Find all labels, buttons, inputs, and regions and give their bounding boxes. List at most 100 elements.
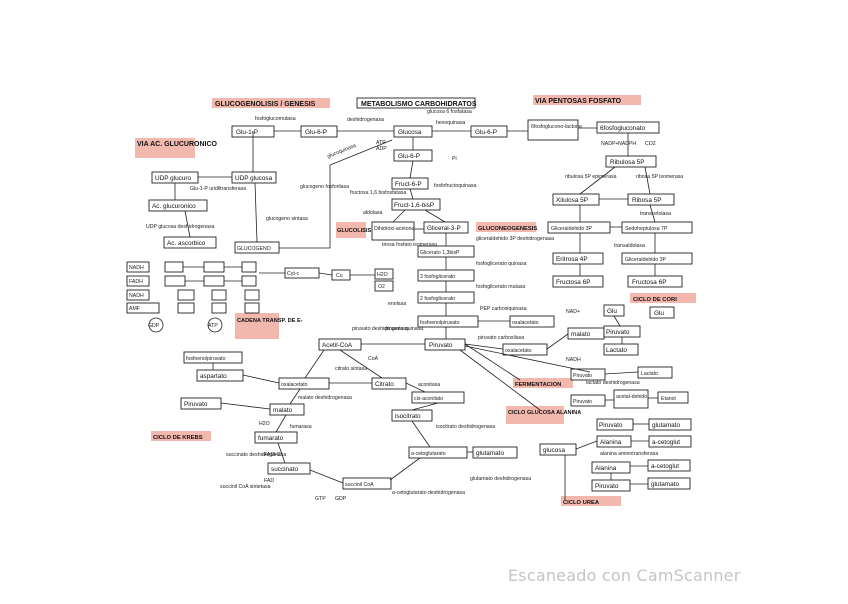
cofactor-label-12: FADH2 xyxy=(264,452,281,458)
node-lactato-ferm: Lactato xyxy=(641,371,658,377)
title-box-metabolismo xyxy=(356,97,476,109)
enzyme-label-18: piruvato carboxilasa xyxy=(478,335,524,341)
enzyme-label-19: PEP carboxiquinasa xyxy=(480,306,527,312)
node-box-piruvato xyxy=(424,338,466,351)
node-fosfogluconolactona: 6fosfoglucono-lactona xyxy=(531,124,582,130)
node-box-oxalacetato-b xyxy=(502,343,548,356)
node-box-oxalacetato-a xyxy=(509,315,555,328)
node-lactato-cori: Lactato xyxy=(606,347,627,354)
node-box-nadh xyxy=(126,261,150,273)
enzyme-label-14: fosfoglicerato quinasa xyxy=(476,261,527,267)
node-box-fadh xyxy=(126,275,150,287)
node-alanina-a: Alanina xyxy=(600,439,622,446)
node-box-glu-cori-b xyxy=(649,306,675,319)
node-fosfogluconato: 6fosfogluconato xyxy=(600,125,646,132)
node-box-eritrosa4p xyxy=(552,252,604,265)
node-box-alfacetoglutarato xyxy=(408,446,468,459)
node-box-gliceraldehido3p-b xyxy=(621,252,693,265)
node-box-piruvato-ferm2 xyxy=(570,394,606,407)
node-fadh: FADH xyxy=(129,279,143,285)
node-glu-cori-b: Glu xyxy=(654,310,664,317)
node-box-lactato-cori xyxy=(603,343,639,356)
title-glucuronico: VIA AC. GLUCURONICO xyxy=(137,141,218,148)
node-glu6p-c: Glu-6-P xyxy=(398,153,420,160)
enzyme-label-11: aldolasa xyxy=(363,210,382,216)
node-ribulosa5p: Ribulosa 5P xyxy=(610,159,644,166)
node-succinilcoa: succinil CoA xyxy=(345,482,374,488)
cofactor-label-3: NADPH xyxy=(618,141,636,147)
enzyme-label-31: transcetolasa xyxy=(640,211,671,217)
node-piruvato-cori: Piruvato xyxy=(606,329,630,336)
node-acglucuronico: Ac. glucuronico xyxy=(152,203,196,210)
node-box-etc11 xyxy=(244,289,260,301)
node-box-etc6 xyxy=(203,275,225,287)
node-glutamato-ala: glutamato xyxy=(652,422,681,429)
node-box-etc9 xyxy=(241,261,257,273)
node-eritrosa4p: Eritrosa 4P xyxy=(556,256,588,263)
node-fosfoenolpiruvato: fosfoenolpiruvato xyxy=(420,320,460,326)
title-bg-gluconeogenesis xyxy=(476,222,536,232)
node-box-glutamato-a xyxy=(472,446,518,459)
title-bg-glucolisis xyxy=(336,222,366,238)
node-box-fruc16bp xyxy=(391,198,441,211)
node-box-alanina-a xyxy=(596,435,632,448)
enzyme-label-5: Glu-1-P uridiltransferasa xyxy=(190,186,246,192)
node-fosfoglicerato2: 2 fosfoglicerato xyxy=(420,296,455,302)
camscanner-watermark: Escaneado con CamScanner xyxy=(508,566,741,585)
node-box-piruvato-ala xyxy=(596,418,634,431)
title-bg-urea xyxy=(561,496,621,506)
enzyme-label-27: fumarasa xyxy=(290,424,312,430)
title-fermentacion: FERMENTACION xyxy=(515,382,561,388)
node-box-lactato-ferm xyxy=(637,366,673,379)
node-box-etc8 xyxy=(211,302,227,314)
node-acascorbico: Ac. ascorbico xyxy=(167,240,206,247)
enzyme-label-13: gliceraldehido 3P deshidrogenasa xyxy=(476,236,554,242)
node-succinato: succinato xyxy=(271,466,298,473)
node-alanina-b: Alanina xyxy=(595,465,617,472)
node-box-succinilcoa xyxy=(342,477,392,490)
node-box-xilulosa5p xyxy=(552,193,600,206)
node-glicerato13bp: Glicerato 1,3bisP xyxy=(420,250,460,256)
node-box-etc10 xyxy=(241,275,257,287)
title-glucogenesis: GLUCOGENOLISIS / GENESIS xyxy=(215,101,316,108)
node-box-o2 xyxy=(374,280,394,292)
node-fructosa6p-b: Fructosa 6P xyxy=(632,279,666,286)
node-box-etc3 xyxy=(177,289,195,301)
node-glu6p-b: Glu-6-P xyxy=(475,129,497,136)
node-acetoglut: a-cetoglut xyxy=(652,439,680,446)
node-box-etc4 xyxy=(177,302,195,314)
enzyme-label-24: a-cetoglutarato deshidrogenasa xyxy=(392,490,465,496)
node-glucosa-ala: glucosa xyxy=(543,447,565,454)
node-box-succinato xyxy=(267,462,311,475)
cofactor-labels: ATP ADP NADP+ NADPH NAD+ NADH CO2 H2O Co… xyxy=(259,140,656,502)
node-box-gliceraldehido3p-a xyxy=(547,221,611,234)
enzyme-label-7: glucogeno sintasa xyxy=(266,216,308,222)
node-isocitrato: isocitrato xyxy=(395,413,421,420)
enzyme-label-1: deshidrogenasa xyxy=(347,117,384,123)
enzyme-label-30: transaldolasa xyxy=(614,243,645,249)
enzyme-label-8: glucogeno fosforilasa xyxy=(300,184,349,190)
node-aconitato: cis-aconitato xyxy=(414,396,443,402)
enzyme-labels: fosfoglucomutasa deshidrogenasa hexoquin… xyxy=(146,109,683,496)
node-ribosa5p: Ribosa 5P xyxy=(632,197,662,204)
title-cori: CICLO DE CORI xyxy=(633,297,677,303)
node-nadh: NADH xyxy=(129,265,144,271)
title-bg-krebs xyxy=(151,431,211,441)
enzyme-label-16: enolasa xyxy=(388,301,406,307)
node-box-ribosa5p xyxy=(627,193,675,206)
node-box-acetoglut xyxy=(648,435,692,448)
node-box-acglucuronico xyxy=(148,199,208,212)
enzyme-label-25: succinil CoA sintetasa xyxy=(220,484,271,490)
node-box-fructosa6p-a xyxy=(552,275,604,288)
node-oxalacetato-c: oxalacetato xyxy=(281,382,308,388)
node-gliceraldehido3p-a: Gliceraldehido 3P xyxy=(551,226,592,232)
title-metabolismo: METABOLISMO CARBOHIDRATOS xyxy=(361,101,477,108)
node-box-nadh-b xyxy=(126,289,150,301)
enzyme-label-21: citrato sintasa xyxy=(335,366,367,372)
cofactor-label-10: GDP xyxy=(335,496,347,502)
node-atp: ATP xyxy=(208,323,218,329)
title-cadena: CADENA TRANSP. DE E- xyxy=(237,318,303,324)
enzyme-label-2: hexoquinasa xyxy=(436,120,466,126)
